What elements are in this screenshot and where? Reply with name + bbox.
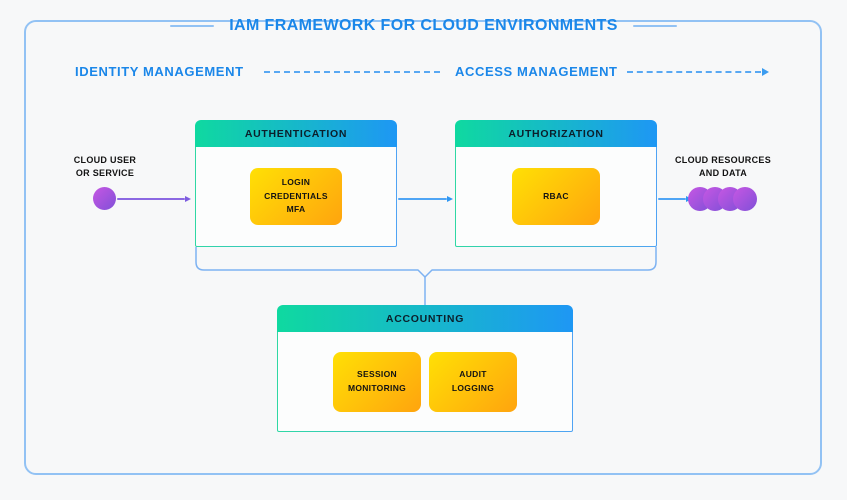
arrowhead-icon [447,196,453,202]
arrow-authentication-to-authorization [398,195,453,203]
arrow-authorization-to-resources [658,195,692,203]
authorization-body: RBAC [455,147,657,247]
diagram-frame [24,20,822,475]
chip-audit-logging: AUDIT LOGGING [429,351,517,412]
cloud-resources-label: CLOUD RESOURCES AND DATA [674,155,771,179]
arrow-shaft [658,198,686,200]
arrow-shaft [398,198,447,200]
chip-session-monitoring: SESSION MONITORING [333,351,421,412]
authentication-header: AUTHENTICATION [195,120,397,147]
authentication-body: LOGIN CREDENTIALS MFA [195,147,397,247]
title-row: IAM FRAMEWORK FOR CLOUD ENVIRONMENTS [0,17,847,35]
cloud-user-label: CLOUD USER OR SERVICE [73,155,137,179]
chip-login-credentials-mfa: LOGIN CREDENTIALS MFA [250,168,342,225]
lane-access-management: ACCESS MANAGEMENT [455,64,618,79]
arrow-shaft [117,198,185,200]
cloud-resource-node [733,187,757,211]
page-title: IAM FRAMEWORK FOR CLOUD ENVIRONMENTS [229,17,618,34]
accounting-body: SESSION MONITORING AUDIT LOGGING [277,332,573,432]
accounting-header: ACCOUNTING [277,305,573,332]
lane-identity-management: IDENTITY MANAGEMENT [75,64,244,79]
lane-arrowhead-icon [762,68,769,76]
node-authorization: AUTHORIZATION RBAC [455,120,657,247]
access-lane-dashed-line [627,71,761,73]
authorization-header: AUTHORIZATION [455,120,657,147]
chip-rbac: RBAC [512,168,600,225]
node-accounting: ACCOUNTING SESSION MONITORING AUDIT LOGG… [277,305,573,432]
title-rule-left [170,25,215,27]
arrowhead-icon [185,196,191,202]
cloud-user-node [93,187,116,210]
identity-lane-dashed-line [264,71,440,73]
node-authentication: AUTHENTICATION LOGIN CREDENTIALS MFA [195,120,397,247]
arrow-user-to-authentication [117,195,191,203]
title-rule-right [632,25,677,27]
